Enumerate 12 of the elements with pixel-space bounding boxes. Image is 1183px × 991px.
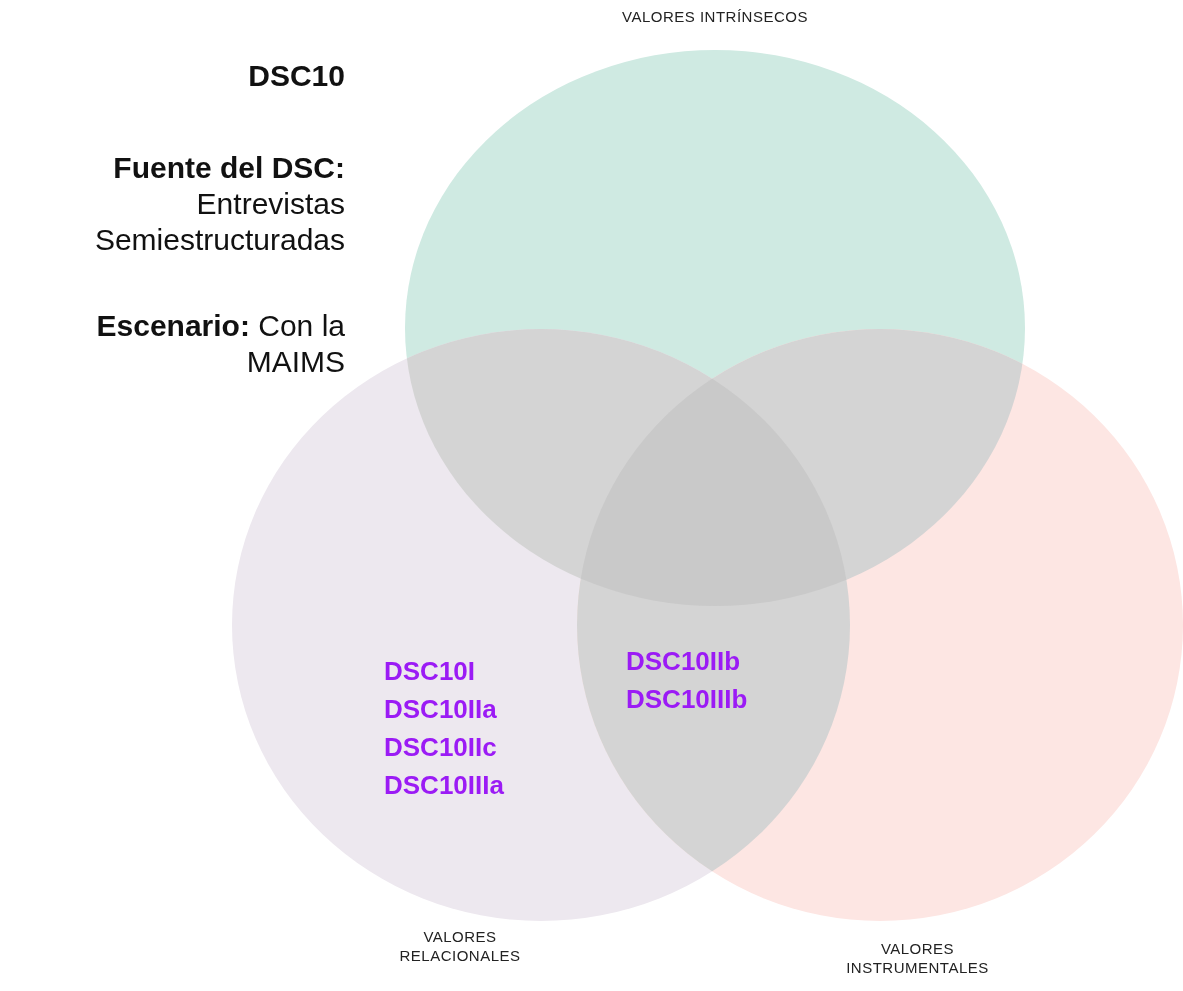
circle-heading: VALORES RELACIONALES <box>398 928 522 966</box>
code-label: DSC10I <box>384 656 476 688</box>
circle-heading: VALORES INSTRUMENTALES <box>845 940 990 978</box>
scenario-note: Escenario: Con la MAIMS <box>95 308 345 380</box>
code-label: DSC10IIc <box>384 732 497 764</box>
code-label: DSC10IIIa <box>384 770 504 802</box>
code-label: DSC10IIb <box>626 646 741 678</box>
code-label: DSC10IIa <box>384 694 497 726</box>
dsc-code: DSC10 <box>247 58 345 94</box>
code-label: DSC10IIIb <box>626 684 748 716</box>
circle-heading: VALORES INTRÍNSECOS <box>621 8 809 27</box>
source-note: Fuente del DSC: Entrevistas Semiestructuradas <box>93 150 345 258</box>
